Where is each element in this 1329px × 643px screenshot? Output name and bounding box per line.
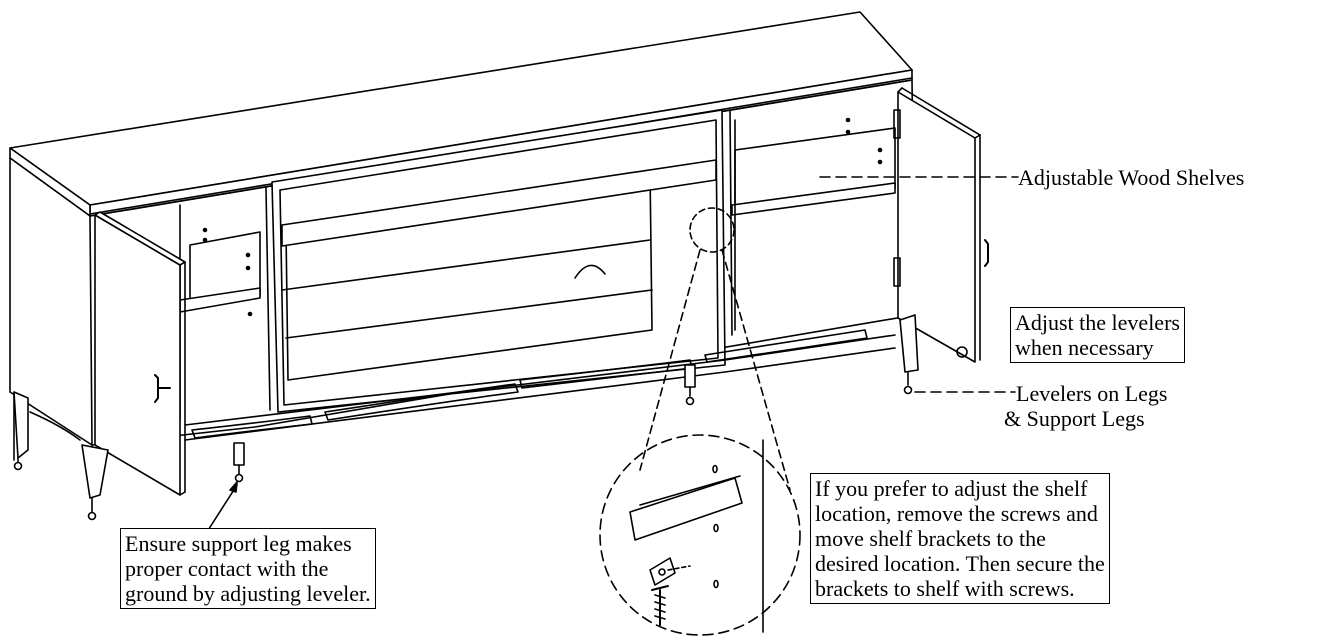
left-end-panel [9, 157, 93, 461]
shelf-adjust-note: If you prefer to adjust the shelf locati… [810, 473, 1110, 604]
legs [13, 314, 919, 521]
levelers-adjust-line-2: when necessary [1015, 335, 1154, 360]
levelers-adjust-note: Adjust the levelers when necessary [1010, 307, 1185, 363]
right-door [893, 87, 989, 363]
right-bay [731, 117, 896, 331]
shelf-note-line-3: move shelf brackets to the [815, 526, 1046, 551]
levelers-legs-line-1: Levelers on Legs [1016, 381, 1168, 406]
shelf-note-line-5: brackets to shelf with screws. [815, 576, 1075, 601]
shelf-note-line-1: If you prefer to adjust the shelf [815, 476, 1088, 501]
left-bay [179, 204, 261, 421]
support-note-line-2: proper contact with the [125, 556, 329, 581]
shelves-label: Adjustable Wood Shelves [1018, 165, 1245, 190]
levelers-legs-line-2: & Support Legs [1004, 406, 1145, 431]
support-leg-arrow [204, 484, 238, 536]
support-leg-note: Ensure support leg makes proper contact … [120, 528, 376, 609]
shelf-note-line-4: desired location. Then secure the [815, 551, 1105, 576]
levelers-adjust-line-1: Adjust the levelers [1015, 310, 1180, 335]
left-door [94, 211, 186, 496]
base-rail [184, 329, 896, 441]
shelf-note-line-2: location, remove the screws and [815, 501, 1098, 526]
support-note-line-1: Ensure support leg makes [125, 531, 352, 556]
bracket-detail-callout [599, 207, 801, 636]
cabinet-body [89, 77, 916, 446]
support-note-line-3: ground by adjusting leveler. [125, 581, 371, 606]
levelers-legs-label: Levelers on Legs & Support Legs [1004, 381, 1168, 431]
leader-lines [819, 176, 1019, 393]
